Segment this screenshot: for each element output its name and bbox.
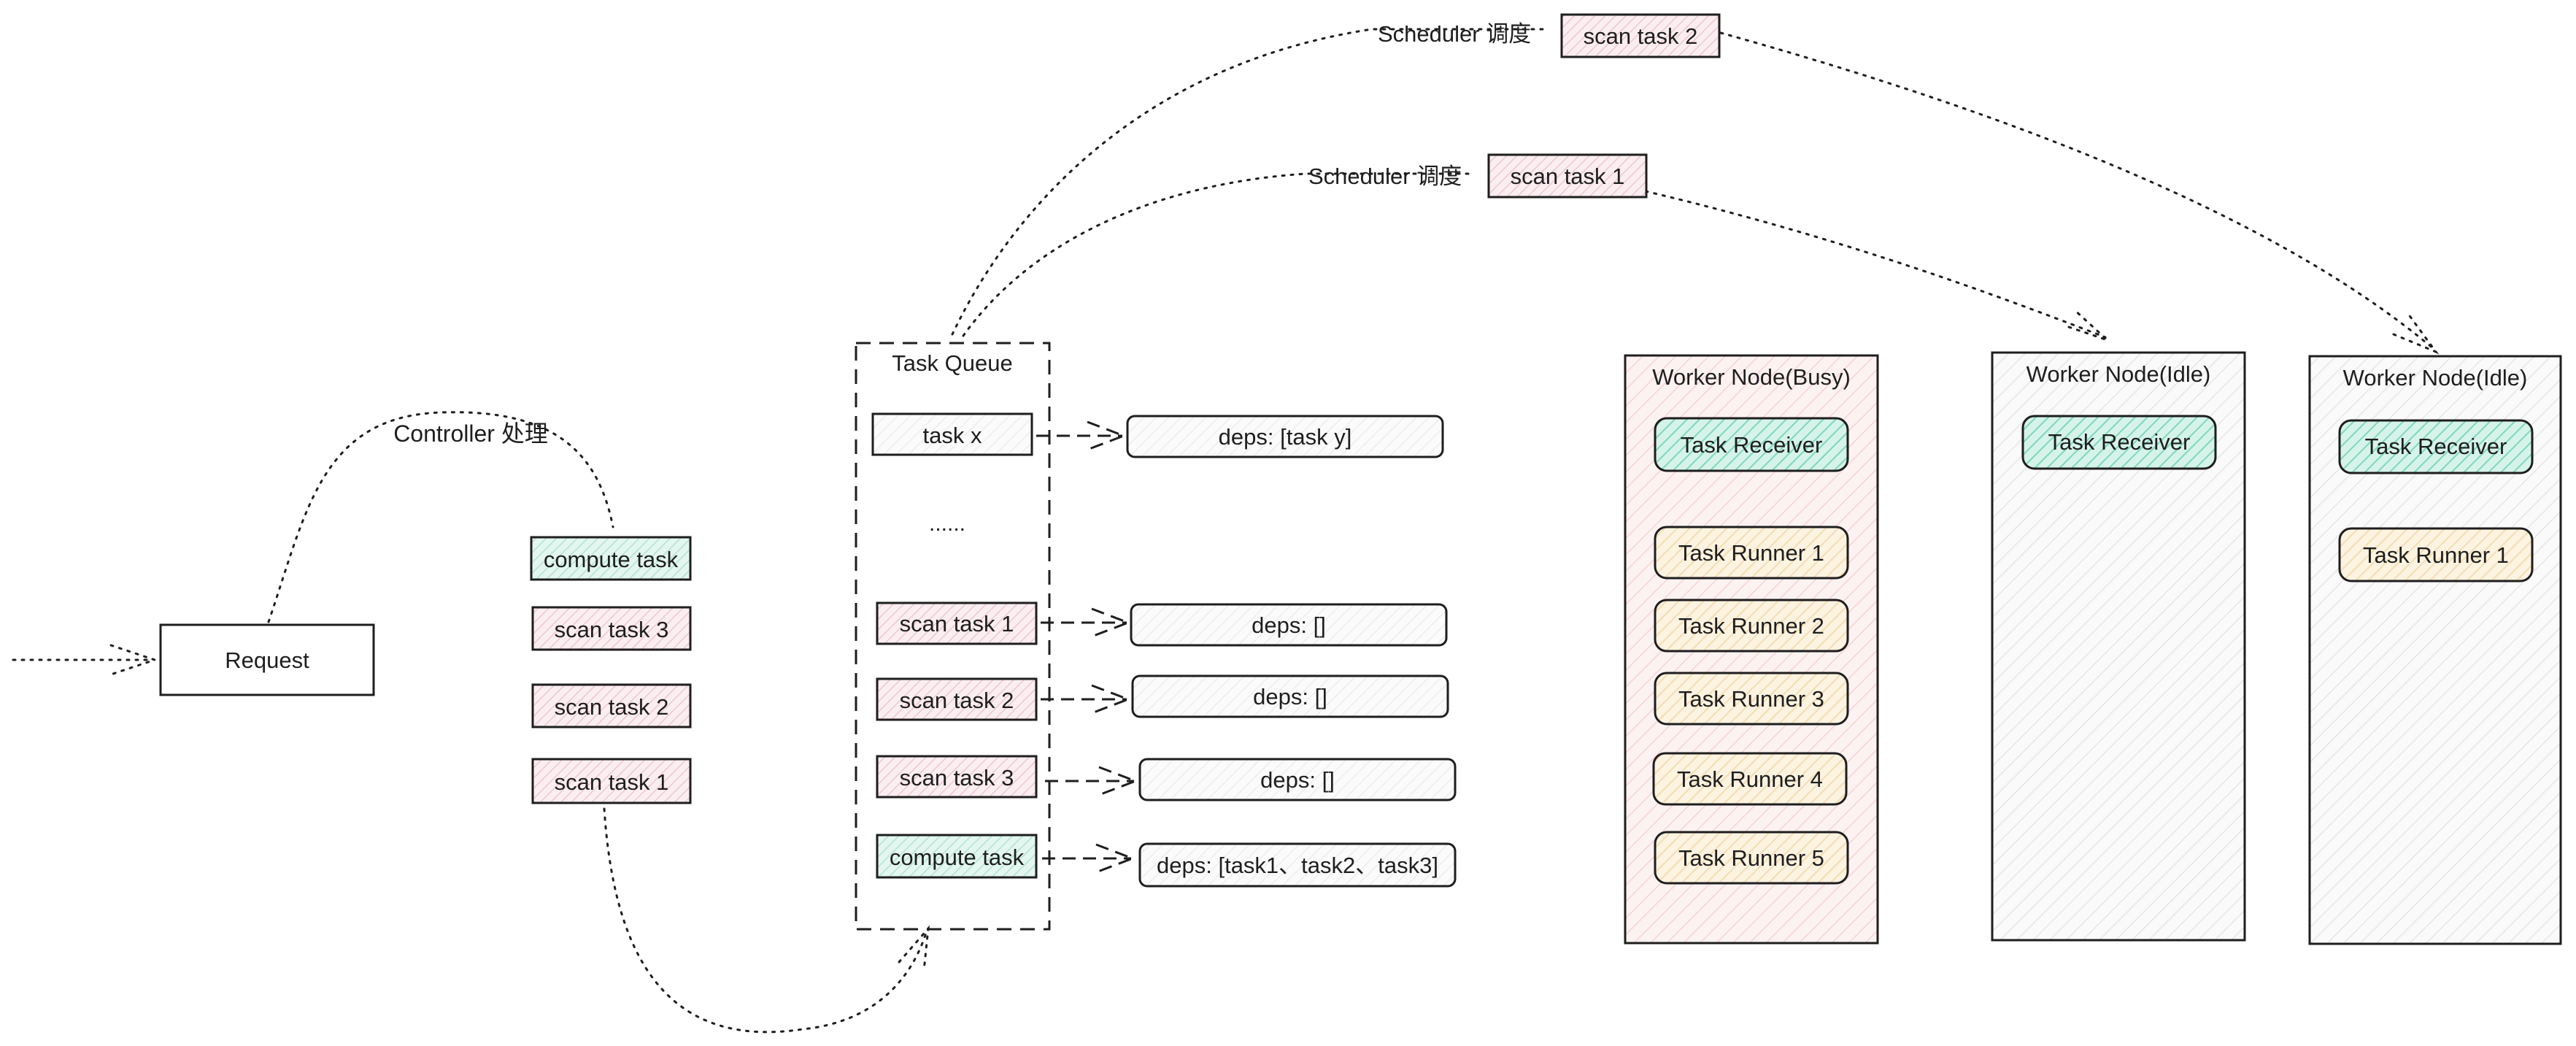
task-runner-label: Task Runner 4 (1677, 766, 1823, 792)
scheduler-label: Scheduler 调度 (1378, 21, 1531, 47)
deps-label: deps: [] (1253, 684, 1327, 709)
enqueue-arrow (603, 807, 928, 1034)
deps-label: deps: [task y] (1219, 424, 1352, 450)
incoming-task: scan task 3 (531, 606, 692, 651)
task-queue-frame (855, 342, 1051, 931)
scheduled-task-box (1487, 153, 1648, 199)
scheduled-task: Scheduler 调度 scan task 1 (1308, 153, 1648, 199)
request-node: Request (159, 623, 375, 696)
task-receiver-label: Task Receiver (2048, 429, 2191, 455)
queue-task-box (871, 412, 1033, 456)
queue-row: scan task 1 deps: [] (876, 601, 1448, 647)
schedule-arrow-2 (951, 28, 1547, 336)
incoming-task-box (530, 536, 692, 581)
scheduled-task-box (1560, 13, 1721, 58)
queue-row: task x deps: [task y] (871, 412, 1444, 458)
deps-connector (1036, 420, 1127, 451)
incoming-task-list: compute task scan task 3 scan task 2 sca… (530, 536, 692, 804)
queue-row: compute task deps: [task1、task2、task3] (876, 834, 1457, 888)
incoming-task: scan task 1 (531, 758, 692, 804)
worker-node-busy: Worker Node(Busy) Task Receiver Task Run… (1624, 354, 1879, 945)
task-queue-ellipsis: ...... (929, 512, 965, 536)
queue-task-label: scan task 3 (900, 765, 1014, 791)
incoming-arrowhead (109, 644, 158, 676)
task-runner-label: Task Runner 1 (2363, 542, 2509, 568)
incoming-task-label: scan task 2 (555, 694, 669, 720)
task-runner-label: Task Runner 2 (1678, 613, 1824, 639)
task-runner-label: Task Runner 1 (1678, 540, 1824, 566)
task-receiver-label: Task Receiver (2365, 434, 2507, 459)
task-runner (1654, 672, 1849, 726)
task-runner-label: Task Runner 3 (1678, 686, 1824, 712)
incoming-task-label: scan task 1 (555, 769, 669, 795)
scheduled-task-label: scan task 2 (1584, 23, 1698, 49)
task-receiver (2338, 419, 2534, 474)
worker-title: Worker Node(Idle) (2343, 365, 2528, 391)
queue-task-label: task x (923, 423, 982, 448)
queue-row: scan task 2 deps: [] (876, 674, 1449, 721)
deps-box (1138, 842, 1457, 888)
dispatch-arrowhead-1 (2067, 308, 2109, 342)
deps-connector (1045, 766, 1139, 796)
incoming-task-box (531, 758, 692, 804)
queue-task-label: scan task 1 (900, 611, 1014, 637)
task-runner (1654, 526, 1849, 580)
incoming-task-label: scan task 3 (555, 617, 669, 642)
scheduled-task: Scheduler 调度 scan task 2 (1378, 13, 1721, 58)
scheduled-task-label: scan task 1 (1511, 164, 1625, 189)
deps-label: deps: [] (1252, 612, 1326, 638)
incoming-task: scan task 2 (531, 683, 692, 728)
worker-title: Worker Node(Idle) (2027, 361, 2211, 387)
deps-box (1126, 415, 1444, 458)
scheduler-label: Scheduler 调度 (1308, 164, 1462, 189)
worker-node-idle: Worker Node(Idle) Task Receiver (1991, 351, 2246, 942)
incoming-task-box (531, 606, 692, 651)
task-queue-title: Task Queue (892, 350, 1012, 376)
dispatch-arrow-2 (1719, 31, 2435, 350)
deps-connector (1041, 684, 1132, 715)
queue-task-label: compute task (890, 845, 1025, 870)
enqueue-arrowhead (898, 925, 930, 972)
task-receiver (2021, 415, 2217, 470)
task-runner (1654, 599, 1849, 653)
controller-label: Controller 处理 (393, 420, 548, 447)
queue-task-box (876, 834, 1038, 879)
deps-box (1131, 674, 1449, 718)
worker-title: Worker Node(Busy) (1652, 364, 1851, 390)
queue-task-box (876, 677, 1038, 721)
incoming-task: compute task (530, 536, 692, 581)
deps-connector (1042, 843, 1136, 874)
dispatch-arrow-1 (1644, 190, 2107, 339)
deps-box (1138, 758, 1457, 801)
deps-box (1130, 603, 1448, 647)
task-runner (1654, 831, 1849, 885)
deps-label: deps: [] (1260, 767, 1335, 793)
task-runner (1652, 752, 1848, 806)
task-receiver (1654, 417, 1849, 472)
controller-arrow (267, 411, 614, 623)
request-box (159, 623, 375, 696)
connectors (12, 28, 2440, 1034)
incoming-task-label: compute task (544, 547, 679, 572)
schedule-arrow-1 (962, 172, 1476, 337)
deps-connector (1041, 607, 1132, 638)
task-receiver-label: Task Receiver (1681, 432, 1823, 458)
request-label: Request (225, 647, 309, 673)
task-runner (2338, 527, 2534, 582)
queue-task-label: scan task 2 (900, 688, 1014, 713)
task-runner-label: Task Runner 5 (1678, 845, 1824, 871)
task-queue: Task Queue ...... task x deps: [task y] … (855, 342, 1457, 931)
queue-row: scan task 3 deps: [] (876, 755, 1457, 801)
queue-task-box (876, 755, 1038, 799)
deps-label: deps: [task1、task2、task3] (1157, 853, 1438, 878)
worker-node-idle: Worker Node(Idle) Task Receiver Task Run… (2308, 355, 2562, 945)
incoming-task-box (531, 683, 692, 728)
dispatch-arrowhead-2 (2392, 312, 2440, 355)
queue-task-box (876, 601, 1038, 645)
